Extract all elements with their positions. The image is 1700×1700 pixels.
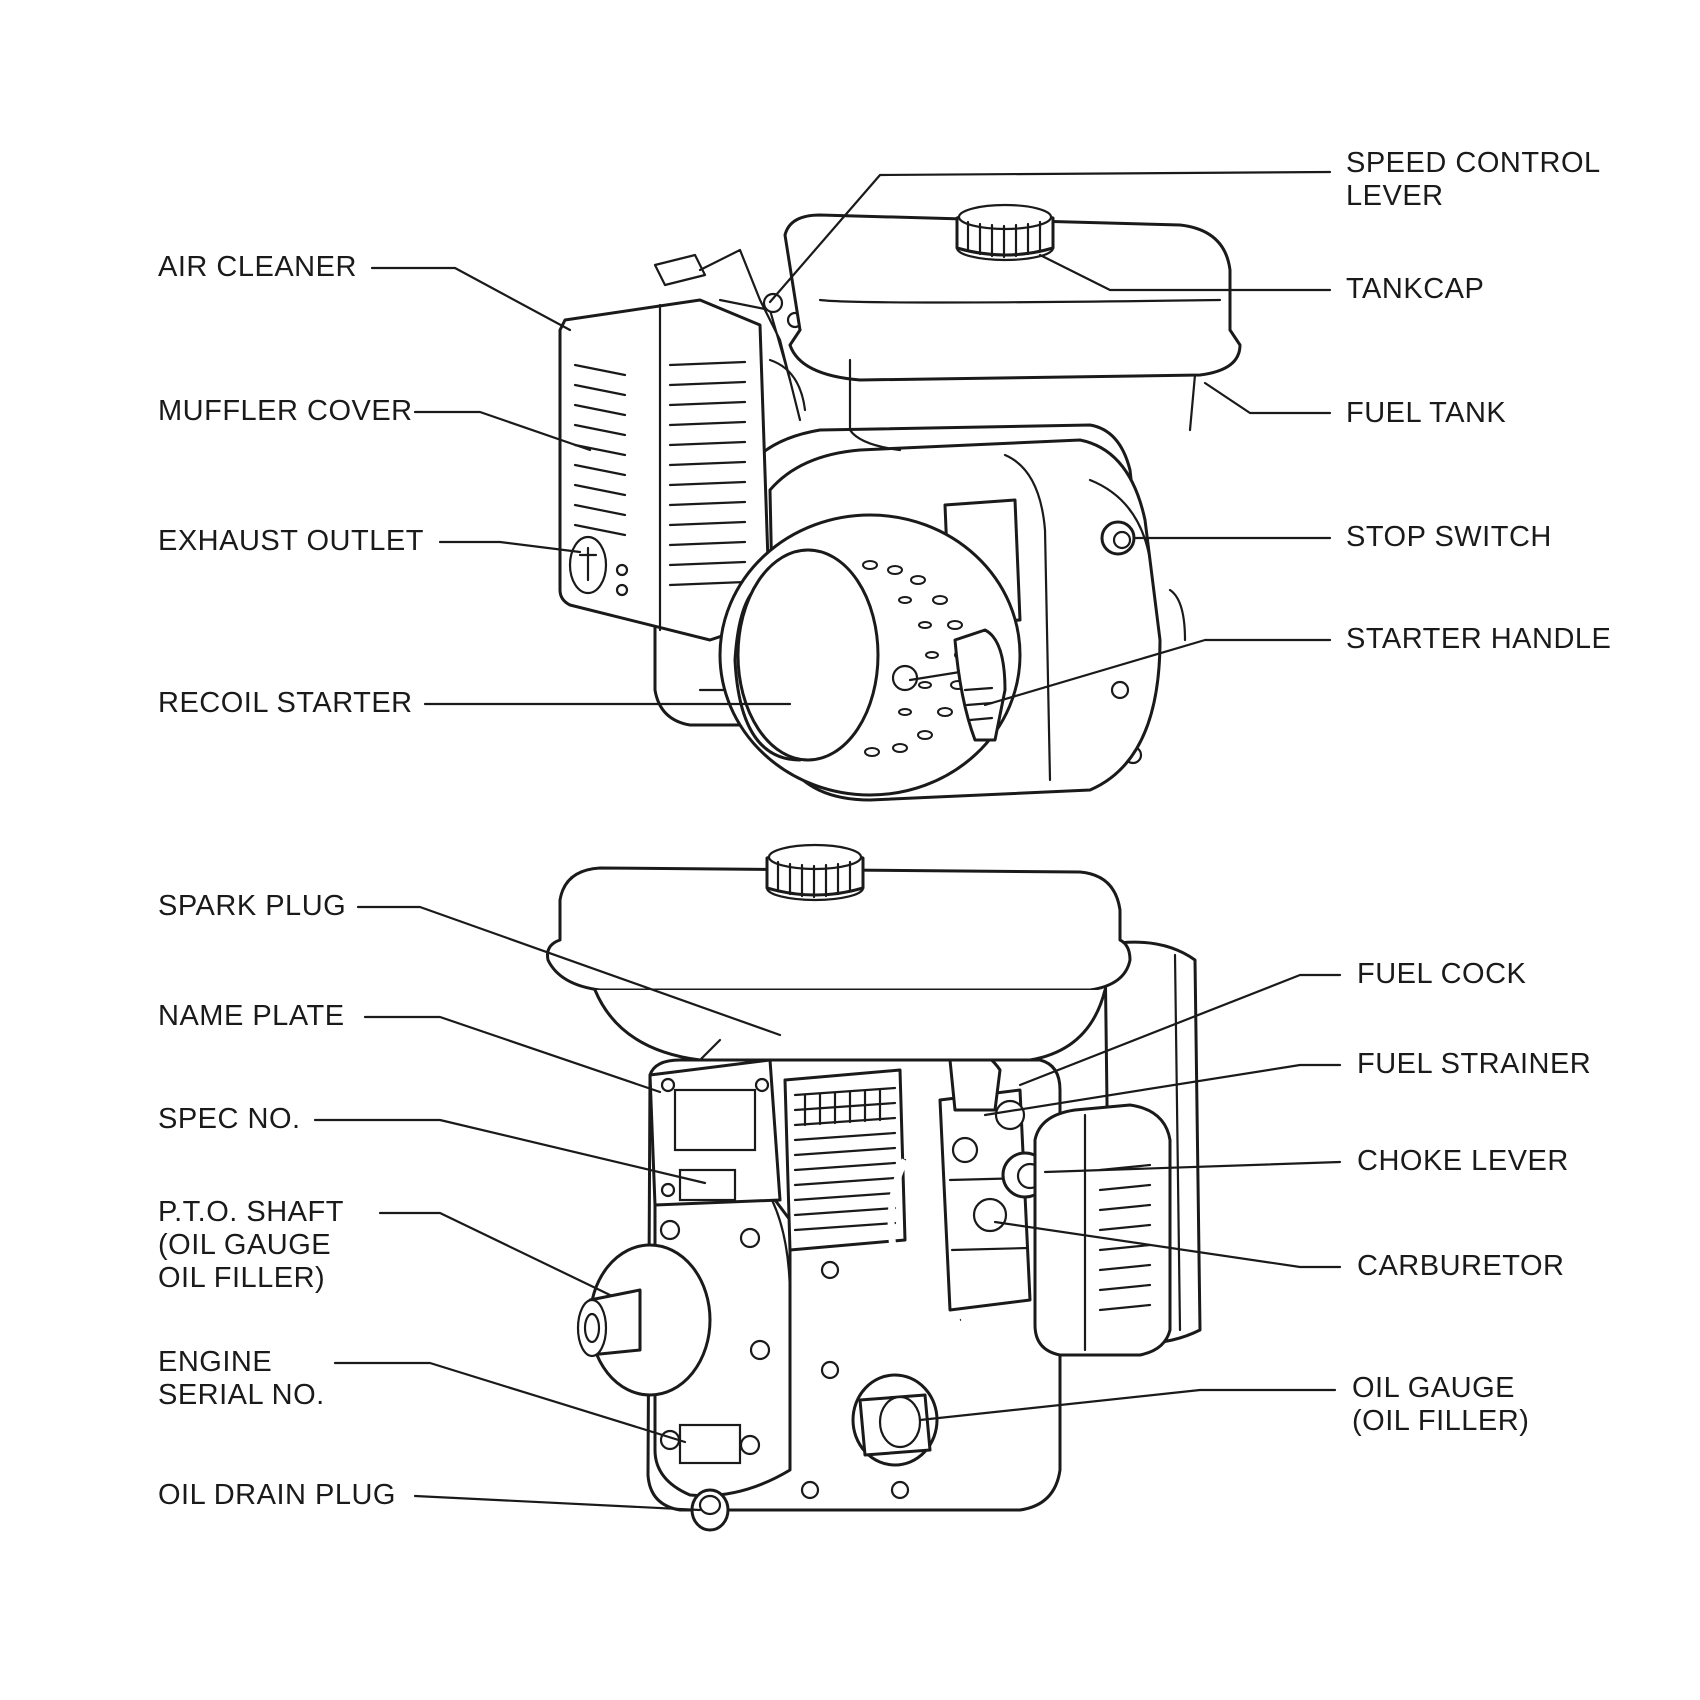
label-engine-serial-no: ENGINE SERIAL NO. (158, 1346, 325, 1411)
label-carburetor: CARBURETOR (1357, 1250, 1565, 1282)
label-air-cleaner: AIR CLEANER (158, 251, 357, 283)
label-recoil-starter: RECOIL STARTER (158, 687, 413, 719)
upper-recoil-starter (718, 513, 1022, 797)
label-spec-no: SPEC NO. (158, 1103, 301, 1135)
lower-oil-gauge (851, 1373, 939, 1467)
lower-name-plate-panel (648, 1058, 782, 1207)
label-spark-plug: SPARK PLUG (158, 890, 347, 922)
label-oil-drain-plug: OIL DRAIN PLUG (158, 1479, 396, 1511)
label-oil-gauge: OIL GAUGE (OIL FILLER) (1352, 1372, 1530, 1437)
upper-fuel-tank (783, 213, 1242, 452)
lower-serial-plate (678, 1423, 742, 1465)
lower-engine-view (546, 843, 1202, 1532)
lower-cylinder-fins (783, 1068, 907, 1252)
upper-tank-cap (955, 203, 1055, 262)
label-exhaust-outlet: EXHAUST OUTLET (158, 525, 424, 557)
label-name-plate: NAME PLATE (158, 1000, 345, 1032)
upper-starter-handle (908, 628, 1007, 742)
label-choke-lever: CHOKE LEVER (1357, 1145, 1569, 1177)
lower-oil-drain-plug (690, 1488, 730, 1532)
leader-lines (313, 170, 1342, 1512)
label-speed-control-lever: SPEED CONTROL LEVER (1346, 147, 1601, 212)
label-stop-switch: STOP SWITCH (1346, 521, 1552, 553)
upper-engine-view (558, 203, 1242, 802)
label-fuel-strainer: FUEL STRAINER (1357, 1048, 1592, 1080)
upper-stop-switch (1100, 520, 1136, 556)
lower-pto-shaft (576, 1243, 712, 1397)
label-fuel-cock: FUEL COCK (1357, 958, 1527, 990)
label-starter-handle: STARTER HANDLE (1346, 623, 1612, 655)
lower-tank-cap (765, 843, 865, 902)
label-tankcap: TANKCAP (1346, 273, 1485, 305)
lower-carburetor (938, 1050, 1032, 1312)
label-fuel-tank: FUEL TANK (1346, 397, 1507, 429)
lower-air-cleaner-box (1033, 1103, 1172, 1357)
upper-muffler-cover (558, 298, 772, 642)
label-muffler-cover: MUFFLER COVER (158, 395, 413, 427)
label-pto-shaft: P.T.O. SHAFT (OIL GAUGE OIL FILLER) (158, 1196, 344, 1294)
lower-fuel-tank (546, 866, 1132, 1062)
